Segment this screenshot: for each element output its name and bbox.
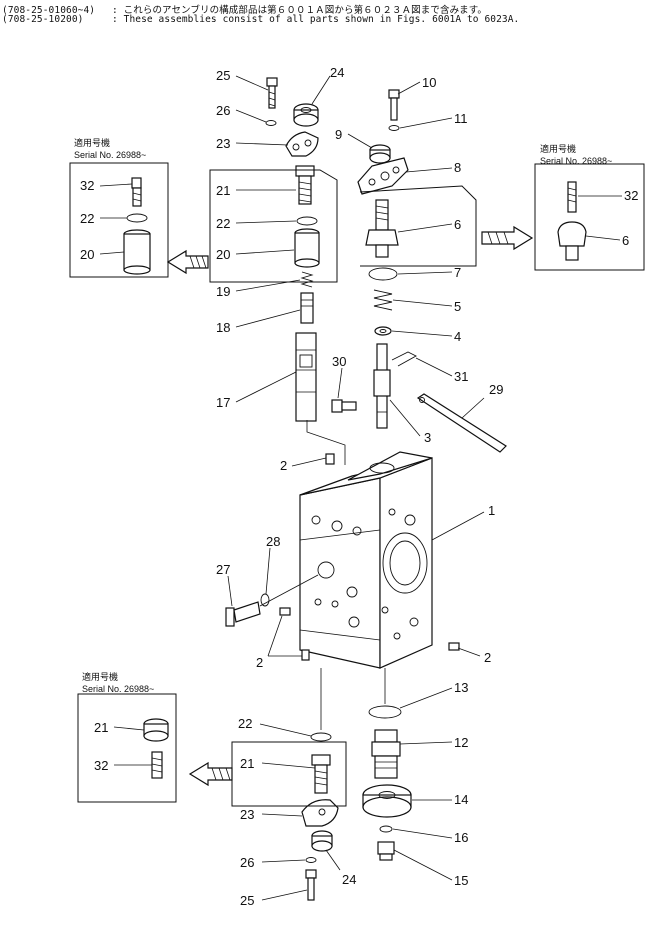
header-line-en: (708-25-10200) : These assemblies consist… [2, 14, 519, 25]
label-6-ur: 6 [622, 233, 629, 248]
label-13: 13 [454, 680, 468, 695]
arrow-to-upper-right-box [481, 225, 534, 251]
serial-box-lower-left [77, 693, 177, 803]
label-24-bottom: 24 [342, 872, 356, 887]
label-25-top: 25 [216, 68, 230, 83]
label-17: 17 [216, 395, 230, 410]
label-26-bottom: 26 [240, 855, 254, 870]
label-20-top: 20 [216, 247, 230, 262]
label-23-top: 23 [216, 136, 230, 151]
label-22-bottom: 22 [238, 716, 252, 731]
small-parts [225, 453, 460, 661]
label-1: 1 [488, 503, 495, 518]
label-20-ul: 20 [80, 247, 94, 262]
header-line-jp: (708-25-01060~4) : これらのアセンブリの構成部品は第６００１Ａ図… [2, 2, 487, 16]
label-2-right: 2 [484, 650, 491, 665]
label-21-top: 21 [216, 183, 230, 198]
arrow-to-lower-left-box [188, 761, 233, 787]
label-15: 15 [454, 873, 468, 888]
header-code-jp: (708-25-01060~4) [2, 5, 96, 16]
label-21-ll: 21 [94, 720, 108, 735]
label-29: 29 [489, 382, 503, 397]
label-16: 16 [454, 830, 468, 845]
label-18: 18 [216, 320, 230, 335]
valve-body [299, 451, 433, 669]
label-30: 30 [332, 354, 346, 369]
bracket-upper-right [359, 185, 477, 267]
label-10: 10 [422, 75, 436, 90]
label-32-ur: 32 [624, 188, 638, 203]
label-12: 12 [454, 735, 468, 750]
serial-box-ur-serial: Serial No. 26988~ [540, 156, 612, 166]
arrow-to-upper-left-box [166, 249, 209, 275]
label-14: 14 [454, 792, 468, 807]
label-2-left: 2 [256, 655, 263, 670]
label-25-bottom: 25 [240, 893, 254, 908]
upper-right-assembly [331, 89, 507, 453]
label-3: 3 [424, 430, 431, 445]
label-8: 8 [454, 160, 461, 175]
label-31: 31 [454, 369, 468, 384]
header-text-en: : These assemblies consist of all parts … [112, 14, 520, 25]
label-22-top: 22 [216, 216, 230, 231]
label-32-ll: 32 [94, 758, 108, 773]
label-11: 11 [454, 111, 468, 126]
label-26-top: 26 [216, 103, 230, 118]
label-4: 4 [454, 329, 461, 344]
label-2-top: 2 [280, 458, 287, 473]
label-21-bottom: 21 [240, 756, 254, 771]
upper-left-assembly [265, 77, 346, 465]
label-22-ul: 22 [80, 211, 94, 226]
serial-box-ll-serial: Serial No. 26988~ [82, 684, 154, 694]
part-number-labels: 25 24 26 23 21 22 20 19 18 17 10 11 9 8 … [80, 65, 638, 908]
label-28: 28 [266, 534, 280, 549]
label-27: 27 [216, 562, 230, 577]
label-24-top: 24 [330, 65, 344, 80]
label-32-ul: 32 [80, 178, 94, 193]
leader-lines [99, 75, 622, 901]
serial-box-ul-jp: 適用号機 [74, 137, 110, 148]
label-7: 7 [454, 265, 461, 280]
serial-box-upper-right [534, 163, 645, 271]
serial-box-ul-serial: Serial No. 26988~ [74, 150, 146, 160]
lower-assembly [301, 668, 412, 901]
header-text-jp: : これらのアセンブリの構成部品は第６００１Ａ図から第６０２３Ａ図まで含みます。 [112, 5, 488, 16]
serial-box-upper-left [69, 162, 169, 278]
serial-box-ur-jp: 適用号機 [540, 143, 576, 154]
label-19: 19 [216, 284, 230, 299]
label-23-bottom: 23 [240, 807, 254, 822]
label-6: 6 [454, 217, 461, 232]
label-5: 5 [454, 299, 461, 314]
serial-box-ll-jp: 適用号機 [82, 671, 118, 682]
label-9: 9 [335, 127, 342, 142]
header-code-en: (708-25-10200) [2, 14, 84, 25]
bracket-lower [231, 741, 347, 807]
bracket-upper-left [209, 169, 338, 283]
